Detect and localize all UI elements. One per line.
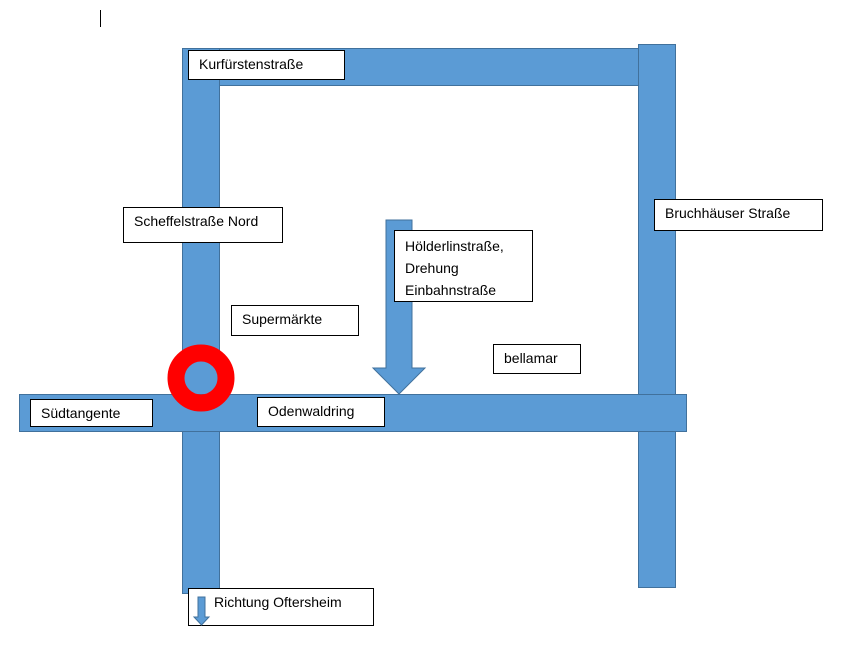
down-arrow-icon xyxy=(192,596,211,626)
label-bruchhaeuser-strasse: Bruchhäuser Straße xyxy=(654,199,823,231)
road-scheffelstrasse xyxy=(182,48,220,594)
label-scheffelstrasse-nord: Scheffelstraße Nord xyxy=(123,207,283,243)
label-supermaerkte-text: Supermärkte xyxy=(242,311,323,327)
label-kurfuerstenstrasse: Kurfürstenstraße xyxy=(188,50,345,80)
label-richtung-oftersheim: Richtung Oftersheim xyxy=(188,588,374,626)
text-cursor xyxy=(100,10,101,27)
label-suedtangente: Südtangente xyxy=(30,399,153,427)
label-richtung-oftersheim-text: Richtung Oftersheim xyxy=(214,594,342,610)
label-bellamar-text: bellamar xyxy=(504,350,558,366)
road-bruchhaeuser-strasse xyxy=(638,44,676,588)
label-hoelderlinstrasse-line1: Hölderlinstraße, xyxy=(405,238,504,254)
label-hoelderlinstrasse-line3: Einbahnstraße xyxy=(405,282,497,298)
label-odenwaldring: Odenwaldring xyxy=(257,397,385,427)
label-hoelderlinstrasse-line2: Drehung xyxy=(405,260,459,276)
label-bruchhaeuser-strasse-text: Bruchhäuser Straße xyxy=(665,205,791,221)
label-odenwaldring-text: Odenwaldring xyxy=(268,403,355,419)
label-supermaerkte: Supermärkte xyxy=(231,305,359,336)
label-scheffelstrasse-nord-text: Scheffelstraße Nord xyxy=(134,213,259,229)
roundabout-icon xyxy=(167,344,235,412)
label-bellamar: bellamar xyxy=(493,344,581,374)
label-kurfuerstenstrasse-text: Kurfürstenstraße xyxy=(199,56,304,72)
label-suedtangente-text: Südtangente xyxy=(41,405,121,421)
label-hoelderlinstrasse: Hölderlinstraße, Drehung Einbahnstraße xyxy=(394,230,533,302)
